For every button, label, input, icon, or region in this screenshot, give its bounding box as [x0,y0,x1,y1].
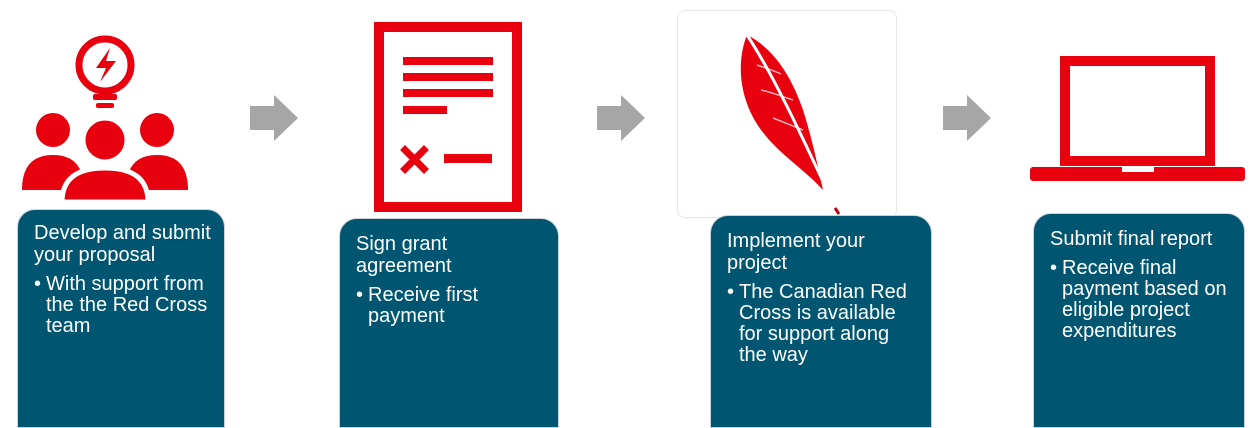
feather-icon [740,34,841,215]
step-title: Implement your project [727,230,865,274]
step-bullet: • Receive final payment based on eligibl… [1050,258,1234,342]
arrow-right-icon [250,95,298,141]
step-3-box: Implement your project • The Canadian Re… [710,215,932,428]
step-title: Sign grant agreement [356,233,452,277]
step-bullet: • The Canadian Red Cross is available fo… [727,282,921,366]
step-bullet-text: Receive final payment based on eligible … [1062,257,1227,342]
arrow-right-icon [943,95,991,141]
arrow-right-icon [597,95,645,141]
step-bullet-text: The Canadian Red Cross is available for … [739,281,907,366]
step-bullet: • Receive first payment [356,285,548,327]
bullet-dot: • [356,284,364,306]
step-title: Submit final report [1050,228,1213,250]
step-bullet-text: Receive first payment [368,284,479,327]
laptop-icon [1030,56,1245,181]
bullet-dot: • [34,273,42,295]
step-bullet-text: With support from the the Red Cross team [46,273,208,337]
bullet-dot: • [1050,257,1058,279]
step-2-box: Sign grant agreement • Receive first pay… [339,218,559,428]
bullet-dot: • [727,281,735,303]
step-4-box: Submit final report • Receive final paym… [1033,213,1245,428]
team-idea-icon [22,35,188,205]
document-icon [374,22,522,212]
step-bullet: • With support from the the Red Cross te… [34,274,214,337]
step-1-box: Develop and submit your proposal • With … [17,209,225,428]
step-title: Develop and submit your proposal [34,222,211,266]
